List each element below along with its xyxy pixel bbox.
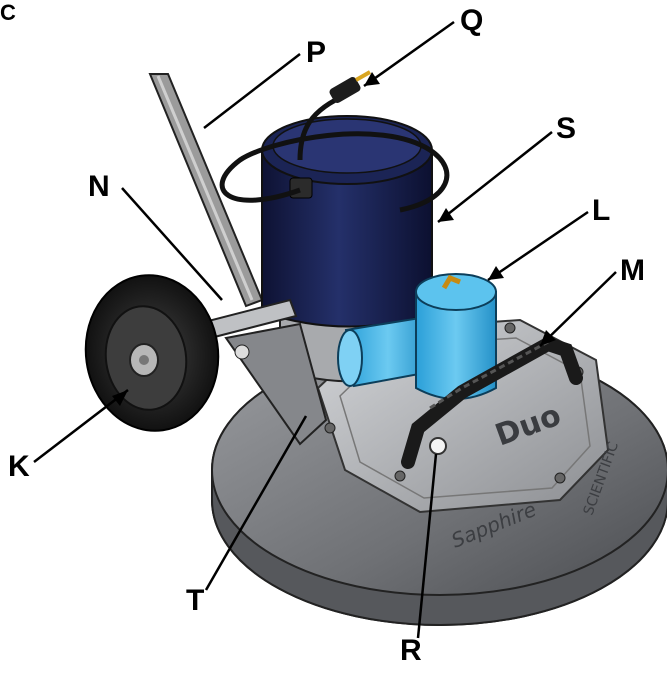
callout-s: S — [556, 112, 577, 145]
figure-id-fragment: C — [0, 0, 16, 25]
leader-p — [203, 53, 301, 129]
power-plug-icon — [329, 70, 371, 103]
arrowhead-l — [488, 266, 504, 280]
callout-n: N — [88, 170, 110, 203]
callout-m: M — [620, 254, 645, 287]
leader-r — [416, 453, 438, 639]
leader-l — [487, 210, 589, 282]
callout-q: Q — [460, 4, 484, 37]
arrowhead-q — [364, 72, 380, 86]
handle-bracket — [224, 322, 328, 446]
arrowhead-k — [112, 390, 128, 406]
callout-l: L — [592, 194, 611, 227]
indicator-light — [429, 437, 447, 455]
cable-gland-icon — [289, 177, 313, 199]
leader-k — [33, 389, 129, 463]
leader-m — [539, 271, 617, 347]
callout-k: K — [8, 450, 30, 483]
leader-q — [363, 20, 455, 88]
arrowhead-s — [438, 208, 454, 222]
wheel — [84, 274, 220, 432]
leader-n — [121, 187, 223, 301]
carry-handle — [401, 336, 583, 469]
leader-arrowheads — [112, 72, 556, 406]
callout-t: T — [186, 584, 205, 617]
vacuum-port — [337, 273, 497, 400]
leader-lines — [33, 20, 617, 639]
callout-r: R — [400, 634, 422, 667]
leader-t — [204, 415, 308, 591]
handle-bar — [148, 73, 264, 308]
fitting-icon — [441, 274, 461, 290]
callout-p: P — [306, 36, 327, 69]
leader-s — [437, 131, 553, 223]
arrowhead-m — [540, 330, 556, 346]
